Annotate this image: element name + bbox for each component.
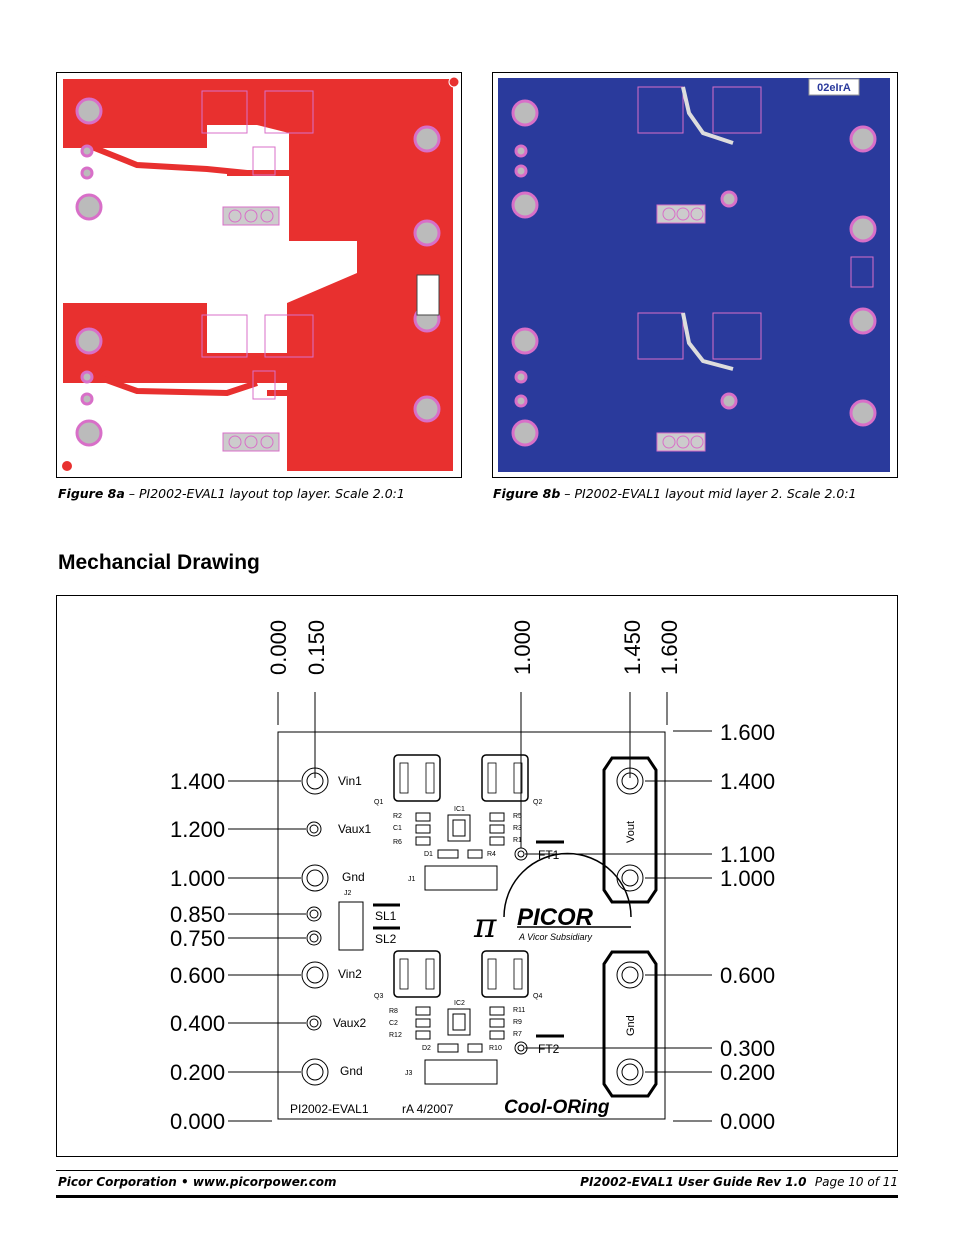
label-r10: R10 [489,1045,502,1052]
right-dim-7: 0.000 [720,1109,775,1134]
left-dim-6: 0.400 [170,1011,225,1036]
logo-sub: A Vicor Subsidiary [518,932,593,942]
footer-right: PI2002-EVAL1 User Guide Rev 1.0 Page 10 … [580,1175,898,1189]
board-name: PI2002-EVAL1 [290,1102,369,1116]
right-dim-0: 1.600 [720,720,775,745]
label-sl1: SL1 [375,909,397,923]
label-r7: R7 [513,1031,522,1038]
product-name: Cool-ORing [504,1097,610,1118]
section-title: Mechancial Drawing [58,551,260,574]
label-vaux2: Vaux2 [333,1016,366,1030]
label-vaux1: Vaux1 [338,822,371,836]
label-q2: Q2 [533,799,542,806]
left-dim-7: 0.200 [170,1060,225,1085]
left-dim-5: 0.600 [170,963,225,988]
label-j2: J2 [344,890,352,897]
footer-rule-bottom [56,1195,898,1198]
label-j1: J1 [408,876,416,883]
label-r1: R1 [513,837,522,844]
footer-rule-top [56,1170,898,1171]
picor-logo: π PICOR A Vicor Subsidiary [473,852,632,946]
figure-8b-pcb-mid-layer: 02eIrA [492,72,898,478]
mid-layer-artwork: 02eIrA [498,78,890,472]
label-r12: R12 [389,1032,402,1039]
right-dim-2: 1.100 [720,842,775,867]
left-dim-8: 0.000 [170,1109,225,1134]
left-dim-4: 0.750 [170,926,225,951]
label-ic2: IC2 [454,1000,465,1007]
label-r4: R4 [487,851,496,858]
top-dim-1: 0.150 [304,620,329,675]
figure-8a-text: – PI2002-EVAL1 layout top layer. Scale 2… [124,486,405,501]
figure-8a-pcb-top-layer [56,72,462,478]
board-mirror-mark: 02eIrA [817,82,851,94]
label-q4: Q4 [533,993,542,1000]
label-d1: D1 [424,851,433,858]
top-dim-4: 1.600 [657,620,682,675]
board-outline [277,731,666,1120]
label-ic1: IC1 [454,806,465,813]
label-r5: R5 [513,813,522,820]
top-dim-2: 1.000 [510,620,535,675]
right-dim-4: 0.600 [720,963,775,988]
left-dim-2: 1.000 [170,866,225,891]
right-dim-5: 0.300 [720,1036,775,1061]
label-c1: C1 [393,825,402,832]
left-dim-3: 0.850 [170,902,225,927]
label-gnd-connector: Gnd [625,1015,637,1036]
label-r2: R2 [393,813,402,820]
top-dim-3: 1.450 [620,620,645,675]
board-revision: rA 4/2007 [402,1102,454,1116]
label-gnd2: Gnd [340,1064,363,1078]
label-r6: R6 [393,839,402,846]
label-q3: Q3 [374,993,383,1000]
footer-page-number: Page 10 of 11 [814,1175,898,1189]
figure-8b-caption: Figure 8b – PI2002-EVAL1 layout mid laye… [493,486,913,501]
label-vin2: Vin2 [338,967,362,981]
label-c2: C2 [389,1020,398,1027]
label-r9: R9 [513,1019,522,1026]
right-dim-1: 1.400 [720,769,775,794]
figure-8a-caption: Figure 8a – PI2002-EVAL1 layout top laye… [58,486,478,501]
right-dim-6: 0.200 [720,1060,775,1085]
pi-symbol-icon: π [473,906,497,946]
footer-left: Picor Corporation • www.picorpower.com [58,1175,337,1189]
top-layer-artwork [62,76,460,471]
left-dim-1: 1.200 [170,817,225,842]
left-dim-0: 1.400 [170,769,225,794]
right-dim-3: 1.000 [720,866,775,891]
footer-doc-title: PI2002-EVAL1 User Guide Rev 1.0 [580,1175,807,1189]
label-r3: R3 [513,825,522,832]
label-d2: D2 [422,1045,431,1052]
figure-8b-text: – PI2002-EVAL1 layout mid layer 2. Scale… [560,486,857,501]
label-gnd1: Gnd [342,870,365,884]
label-q1: Q1 [374,799,383,806]
figure-8b-label: Figure 8b [493,486,561,501]
figure-8a-label: Figure 8a [58,486,125,501]
label-r8: R8 [389,1008,398,1015]
label-vout: Vout [625,821,637,843]
label-sl2: SL2 [375,932,397,946]
label-ft2: FT2 [538,1042,560,1056]
top-dim-0: 0.000 [266,620,291,675]
label-r11: R11 [513,1007,525,1014]
label-vin1: Vin1 [338,774,362,788]
mechanical-drawing-frame [56,595,898,1157]
logo-main: PICOR [517,904,594,931]
mechanical-drawing: 0.000 0.150 1.000 1.450 1.600 1.400 1.20… [170,620,775,1134]
label-j3: J3 [405,1070,413,1077]
